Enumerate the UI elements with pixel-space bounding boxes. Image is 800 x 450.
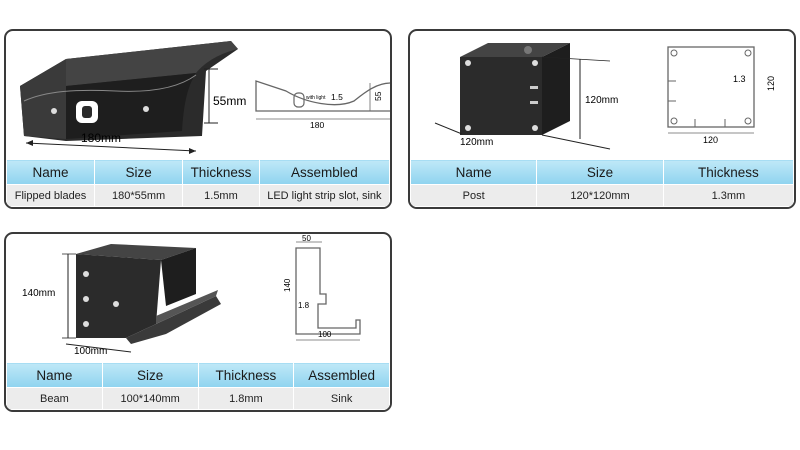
blade-size: 180*55mm xyxy=(94,184,184,207)
header-name: Name xyxy=(6,362,103,388)
beam-drawing-top: 50 xyxy=(302,234,311,243)
blade-assembled: LED light strip slot, sink xyxy=(258,184,390,207)
beam-name: Beam xyxy=(6,387,103,410)
header-name: Name xyxy=(6,159,96,185)
post-drawing-width: 120 xyxy=(703,135,718,145)
header-assembled: Assembled xyxy=(293,362,390,388)
post-spec-table: Name Size Thickness Post 120*120mm 1.3mm xyxy=(410,159,794,207)
post-card: 120mm 120mm 1.3 120 120 Name Size Thickn… xyxy=(408,29,796,209)
post-size: 120*120mm xyxy=(536,184,664,207)
beam-illustration: 140mm 100mm 50 140 1.8 100 xyxy=(22,234,361,357)
table-row: Flipped blades 180*55mm 1.5mm LED light … xyxy=(6,184,390,207)
beam-assembled: Sink xyxy=(293,387,390,410)
post-thickness: 1.3mm xyxy=(662,184,794,207)
header-thickness: Thickness xyxy=(662,159,794,185)
beam-spec-table: Name Size Thickness Assembled Beam 100*1… xyxy=(6,362,390,410)
header-size: Size xyxy=(101,362,199,388)
header-size: Size xyxy=(94,159,184,185)
blade-drawing-thickness: 1.5 xyxy=(331,92,343,102)
blade-name: Flipped blades xyxy=(6,184,96,207)
blade-drawing-width: 180 xyxy=(310,120,324,130)
blade-thickness: 1.5mm xyxy=(182,184,260,207)
table-row: Post 120*120mm 1.3mm xyxy=(410,184,794,207)
beam-dim-height: 140mm xyxy=(22,288,55,299)
beam-drawing-thickness: 1.8 xyxy=(298,301,310,310)
beam-card: 140mm 100mm 50 140 1.8 100 Name Size Thi… xyxy=(4,232,392,412)
blade-spec-table: Name Size Thickness Assembled Flipped bl… xyxy=(6,159,390,207)
post-illustration: 120mm 120mm 1.3 120 120 xyxy=(434,43,776,150)
post-name: Post xyxy=(410,184,538,207)
post-dim-height: 120mm xyxy=(585,95,618,106)
blade-drawing-height: 55 xyxy=(373,91,383,101)
post-dim-width: 120mm xyxy=(460,137,493,148)
header-thickness: Thickness xyxy=(182,159,260,185)
beam-drawing-bottom: 100 xyxy=(318,330,332,339)
blade-card: 180mm 55mm with light 1.5 180 55 Name Si… xyxy=(4,29,392,209)
header-name: Name xyxy=(410,159,538,185)
blade-illustration: 180mm 55mm with light 1.5 180 55 xyxy=(20,41,390,154)
blade-dim-width: 180mm xyxy=(81,131,121,145)
blade-light-label: with light xyxy=(306,95,326,101)
beam-thickness: 1.8mm xyxy=(197,387,295,410)
blade-dim-height: 55mm xyxy=(213,94,246,108)
header-size: Size xyxy=(536,159,664,185)
beam-size: 100*140mm xyxy=(101,387,199,410)
post-drawing-thickness: 1.3 xyxy=(733,74,746,84)
header-assembled: Assembled xyxy=(258,159,390,185)
beam-drawing-height: 140 xyxy=(283,278,292,292)
table-row: Beam 100*140mm 1.8mm Sink xyxy=(6,387,390,410)
post-drawing-height: 120 xyxy=(766,76,776,91)
header-thickness: Thickness xyxy=(197,362,295,388)
beam-dim-width: 100mm xyxy=(74,346,107,357)
